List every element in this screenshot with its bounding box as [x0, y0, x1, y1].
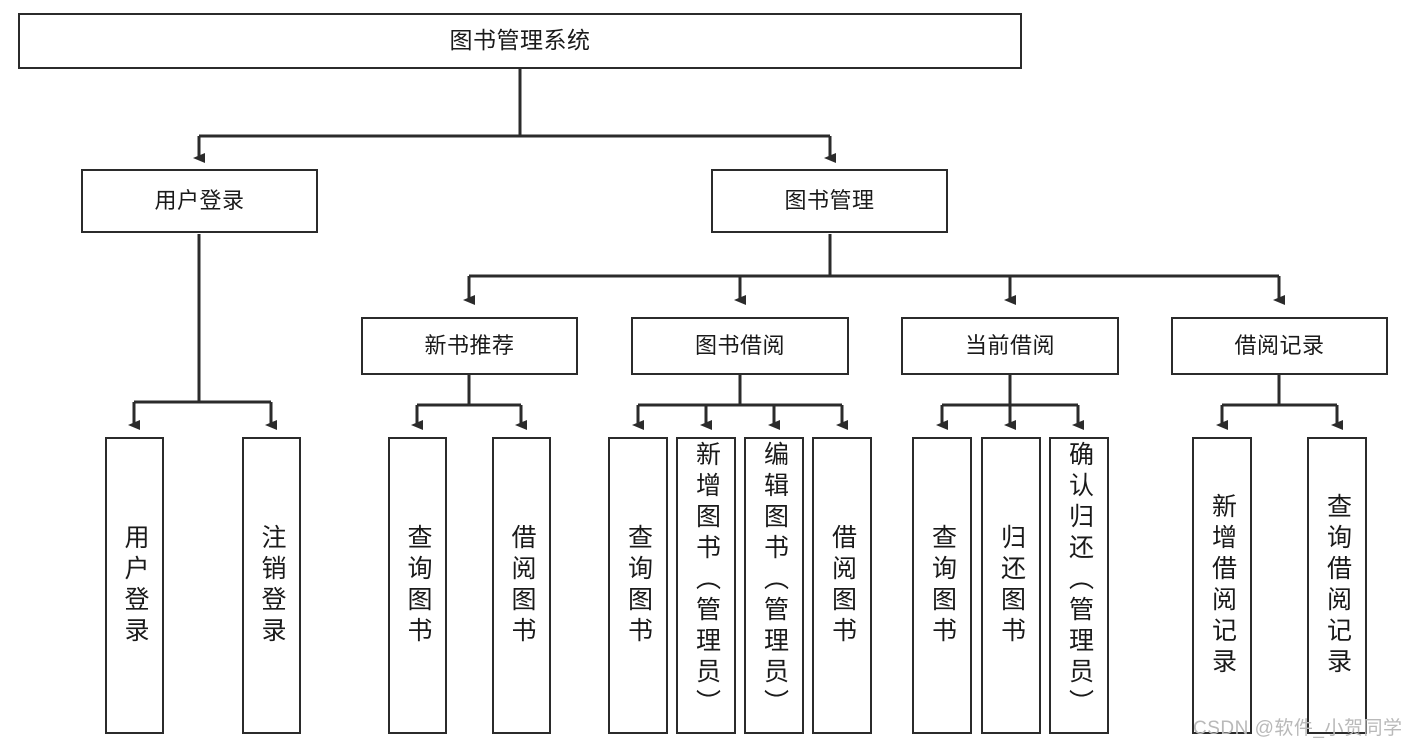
node-label: 当前借阅 [964, 332, 1055, 358]
node-label: 查询图书 [928, 523, 957, 648]
node-label: 新书推荐 [424, 332, 515, 358]
csdn-watermark: CSDN @软件_小贺同学 [1193, 718, 1403, 739]
node-label: 注销登录 [258, 523, 286, 648]
leaf-query-book-current[interactable]: 查询图书 [912, 437, 972, 734]
leaf-logout[interactable]: 注销登录 [242, 437, 301, 734]
node-book-borrow[interactable]: 图书借阅 [631, 317, 849, 375]
leaf-add-book-admin[interactable]: 新增图书（管理员） [676, 437, 736, 734]
node-label: 用户登录 [154, 187, 245, 213]
leaf-borrow-book-recommend[interactable]: 借阅图书 [492, 437, 551, 734]
leaf-query-book-borrow[interactable]: 查询图书 [608, 437, 668, 734]
node-label: 归还图书 [997, 523, 1026, 648]
node-book-management[interactable]: 图书管理 [711, 169, 948, 233]
leaf-confirm-return-admin[interactable]: 确认归还（管理员） [1049, 437, 1109, 734]
node-label: 查询图书 [624, 523, 653, 648]
leaf-user-login[interactable]: 用户登录 [105, 437, 164, 734]
node-label: 图书借阅 [694, 332, 785, 358]
leaf-return-book[interactable]: 归还图书 [981, 437, 1041, 734]
node-label: 查询借阅记录 [1323, 492, 1352, 679]
node-user-login[interactable]: 用户登录 [81, 169, 318, 233]
node-label: 图书管理 [784, 187, 875, 213]
leaf-add-borrow-record[interactable]: 新增借阅记录 [1192, 437, 1252, 734]
node-label: 确认归还（管理员） [1065, 441, 1094, 720]
node-current-borrow[interactable]: 当前借阅 [901, 317, 1119, 375]
node-label: 新增借阅记录 [1208, 492, 1237, 679]
node-label: 借阅图书 [508, 523, 536, 648]
node-new-book-recommend[interactable]: 新书推荐 [361, 317, 578, 375]
node-label: 查询图书 [404, 523, 432, 648]
node-label: 图书管理系统 [449, 27, 591, 54]
node-label: 编辑图书（管理员） [760, 441, 789, 720]
node-label: 新增图书（管理员） [692, 441, 721, 720]
leaf-query-book-recommend[interactable]: 查询图书 [388, 437, 447, 734]
node-label: 借阅图书 [828, 523, 857, 648]
node-borrow-record[interactable]: 借阅记录 [1171, 317, 1388, 375]
leaf-query-borrow-record[interactable]: 查询借阅记录 [1307, 437, 1367, 734]
leaf-borrow-book[interactable]: 借阅图书 [812, 437, 872, 734]
leaf-edit-book-admin[interactable]: 编辑图书（管理员） [744, 437, 804, 734]
node-root-library-management-system[interactable]: 图书管理系统 [18, 13, 1022, 69]
node-label: 用户登录 [121, 523, 149, 648]
node-label: 借阅记录 [1234, 332, 1325, 358]
